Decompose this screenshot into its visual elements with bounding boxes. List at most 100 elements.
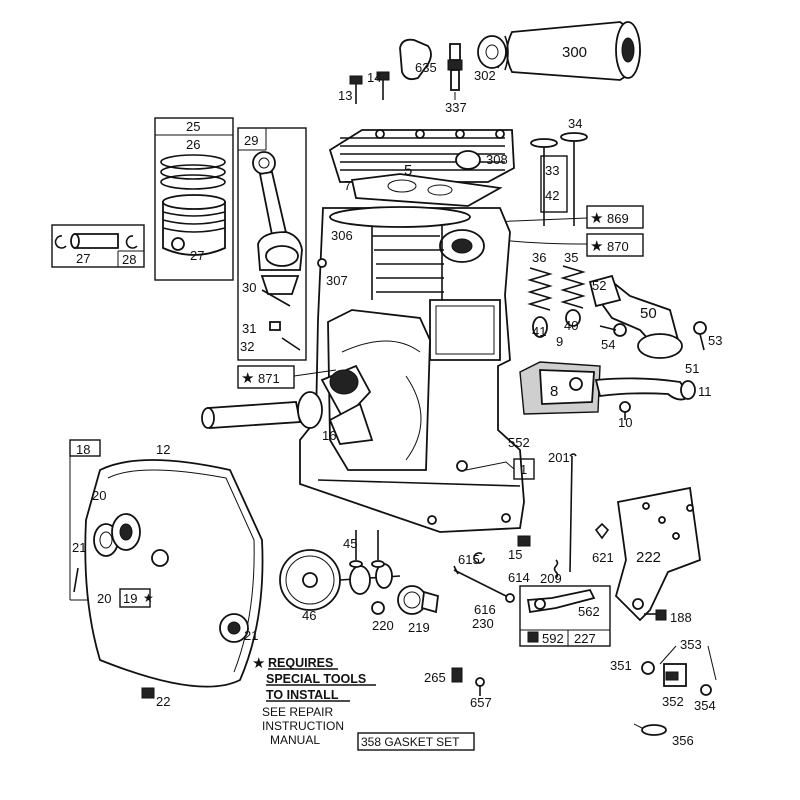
part-label-50: 50 (640, 305, 657, 322)
part-label-219: 219 (408, 620, 430, 635)
screw-351 (641, 661, 655, 675)
air-cleaner-300 (477, 21, 641, 81)
part-label-15: 15 (508, 547, 522, 562)
valve-spring-36 (527, 267, 553, 338)
cam-gear-46 (279, 549, 401, 611)
star-icon-19: ★ (143, 591, 154, 605)
bolt-14 (376, 71, 390, 100)
part-label-562: 562 (578, 604, 600, 619)
part-label-188: 188 (670, 610, 692, 625)
screw-657 (475, 677, 485, 696)
part-label-307: 307 (326, 273, 348, 288)
part-label-31: 31 (242, 321, 256, 336)
legend-line-2: SPECIAL TOOLS (266, 672, 366, 686)
control-bracket-222 (614, 486, 701, 622)
box-connecting-rod-29 (237, 127, 307, 361)
part-label-16: 16 (322, 428, 336, 443)
part-label-20a: 20 (92, 488, 106, 503)
crankshaft-16 (201, 364, 374, 445)
part-label-5: 5 (404, 162, 412, 179)
plate-352 (663, 663, 687, 687)
washer-220 (371, 601, 385, 615)
clamp-265 (451, 667, 463, 683)
breather-tube-11 (594, 377, 696, 401)
valve-33 (530, 138, 558, 226)
part-label-27a: 27 (76, 251, 90, 266)
box-870 (586, 233, 644, 257)
star-icon-870: ★ (590, 238, 603, 255)
part-label-1: 1 (520, 462, 527, 477)
part-label-21b: 21 (244, 628, 258, 643)
part-label-306: 306 (331, 228, 353, 243)
star-icon-871: ★ (241, 370, 254, 387)
part-label-353: 353 (680, 637, 702, 652)
crankcase-cover-12 (84, 459, 264, 688)
part-label-308: 308 (486, 152, 508, 167)
part-label-21a: 21 (72, 540, 86, 555)
part-label-869: 869 (607, 211, 629, 226)
part-label-220: 220 (372, 618, 394, 633)
part-label-20b: 20 (97, 591, 111, 606)
part-label-222: 222 (636, 549, 661, 566)
part-label-18: 18 (76, 442, 90, 457)
part-label-12: 12 (156, 442, 170, 457)
clip-615 (473, 552, 485, 564)
box-869 (586, 205, 644, 229)
star-icon-legend: ★ (252, 655, 265, 672)
part-label-8: 8 (550, 383, 558, 400)
part-label-337: 337 (445, 100, 467, 115)
intake-tube-50 (588, 274, 683, 359)
star-icon: ★ (590, 210, 603, 227)
rod-lock-and-bolts (261, 289, 301, 351)
part-label-10: 10 (618, 415, 632, 430)
head-gasket-7 (350, 173, 503, 207)
part-label-27b: 27 (190, 248, 204, 263)
part-label-13: 13 (338, 88, 352, 103)
screw-53 (693, 321, 707, 351)
plug-15 (517, 535, 531, 547)
part-label-552: 552 (508, 435, 530, 450)
box-871 (237, 365, 295, 389)
bearing-19 (111, 513, 141, 551)
spark-plug-337 (447, 43, 463, 100)
part-label-53: 53 (708, 333, 722, 348)
dowel-21 (73, 567, 79, 593)
box-cover-18 (69, 439, 101, 457)
piston-pin (54, 233, 138, 249)
part-label-46: 46 (302, 608, 316, 623)
part-label-621: 621 (592, 550, 614, 565)
drain-plug-22 (141, 687, 155, 699)
part-label-19: 19 (123, 591, 137, 606)
part-label-45: 45 (343, 536, 357, 551)
nut-592 (527, 631, 539, 643)
part-label-33: 33 (545, 163, 559, 178)
part-label-26: 26 (186, 137, 200, 152)
box-piston-rings-25 (154, 117, 234, 281)
cylinder-block-1 (299, 206, 525, 533)
tappets-45 (349, 530, 385, 568)
screw-10 (619, 401, 631, 420)
valve-spring-35 (560, 265, 586, 327)
part-label-614: 614 (508, 570, 530, 585)
part-label-51: 51 (685, 361, 699, 376)
part-label-230: 230 (472, 616, 494, 631)
washer-354 (700, 684, 712, 696)
governor-link-201 (569, 453, 577, 573)
legend-line-5: INSTRUCTION (262, 719, 344, 733)
part-label-209: 209 (540, 571, 562, 586)
part-label-351: 351 (610, 658, 632, 673)
part-label-41: 41 (532, 324, 546, 339)
bolt-13 (349, 75, 363, 104)
box-19 (119, 588, 151, 608)
screw-188 (644, 609, 667, 621)
governor-lever-562 (526, 588, 596, 614)
box-governor-lever (519, 585, 611, 647)
valve-34 (560, 132, 588, 226)
clip-621 (594, 522, 610, 540)
spring-209 (553, 559, 559, 579)
gasket-set-label: 358 GASKET SET (361, 735, 460, 749)
box-piston-pin-28 (51, 224, 145, 268)
part-label-635: 635 (415, 60, 437, 75)
governor-crank-616 (453, 565, 515, 603)
